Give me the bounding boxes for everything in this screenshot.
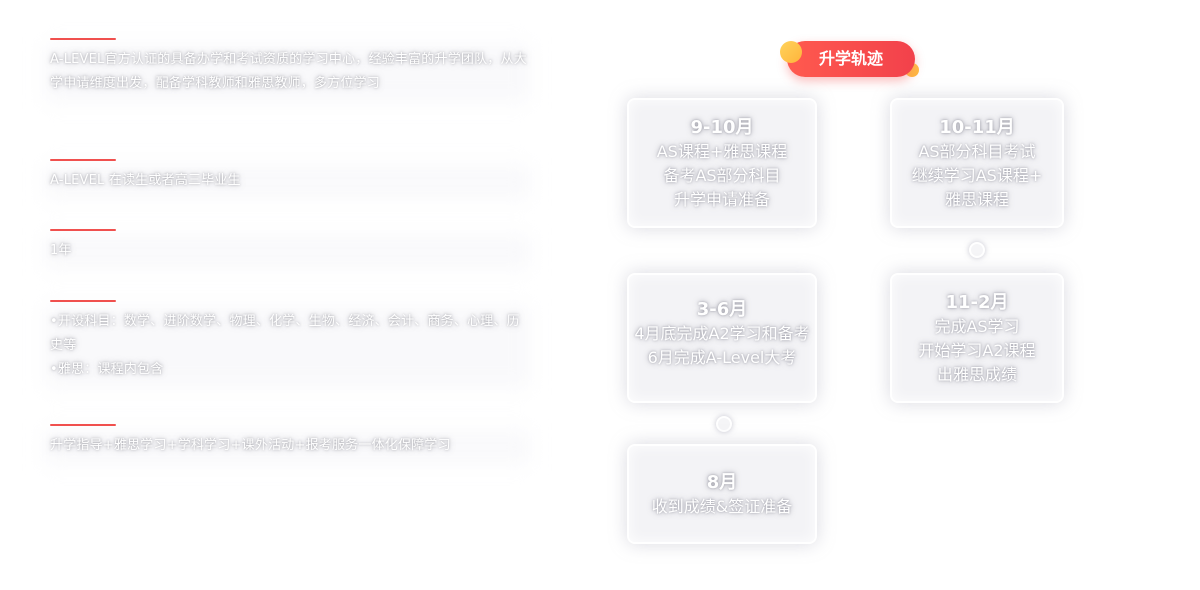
subjects-line: •开设科目：数学、进阶数学、物理、化学、生物、经济、会计、商务、心理、历史等	[50, 314, 520, 353]
card-title: 10-11月	[939, 117, 1015, 138]
timeline-card-nov-feb: 11-2月 完成AS学习 开始学习A2课程 出雅思成绩	[890, 273, 1064, 403]
duration-text: 1年	[50, 243, 72, 258]
card-line: 开始学习A2课程	[918, 341, 1036, 360]
card-line: 6月完成A-Level大考	[647, 348, 797, 367]
accent-line	[50, 300, 116, 302]
card-title: 11-2月	[945, 292, 1009, 313]
card-line: 雅思课程	[944, 190, 1009, 209]
info-section-services: 升学指导+雅思学习+学科学习+课外活动+报考服务一体化保障学习	[44, 424, 530, 464]
timeline-card-mar-jun: 3-6月 4月底完成A2学习和备考 6月完成A-Level大考	[627, 273, 817, 403]
card-line: 出雅思成绩	[936, 365, 1017, 384]
accent-line	[50, 229, 116, 231]
card-line: 收到成绩&签证准备	[651, 497, 793, 516]
info-section-subjects: •开设科目：数学、进阶数学、物理、化学、生物、经济、会计、商务、心理、历史等 •…	[44, 300, 530, 388]
card-line: 4月底完成A2学习和备考	[634, 324, 810, 343]
accent-line	[50, 424, 116, 426]
accent-line	[50, 38, 116, 40]
timeline-connector	[716, 416, 732, 432]
timeline-title: 升学轨迹	[787, 41, 915, 77]
timeline-card-sep-oct: 9-10月 AS课程+雅思课程 备考AS部分科目 升学申请准备	[627, 98, 817, 228]
accent-line	[50, 159, 116, 161]
info-section-duration: 1年	[44, 229, 530, 269]
card-line: 完成AS学习	[934, 317, 1020, 336]
subjects-text: •开设科目：数学、进阶数学、物理、化学、生物、经济、会计、商务、心理、历史等 •…	[50, 310, 530, 382]
card-line: 继续学习AS课程+	[911, 166, 1043, 185]
decor-dot-large	[780, 41, 802, 63]
card-line: 备考AS部分科目	[663, 166, 781, 185]
target-text: A-LEVEL 在读生或者高三毕业生	[50, 173, 241, 188]
info-section-target: A-LEVEL 在读生或者高三毕业生	[44, 159, 530, 199]
intro-text: A-LEVEL官方认证的具备办学和考试资质的学习中心，经验丰富的升学团队，从大学…	[50, 52, 527, 91]
card-title: 3-6月	[696, 299, 748, 320]
card-line: AS部分科目考试	[918, 142, 1036, 161]
ielts-line: •雅思：课程内包含	[50, 362, 164, 377]
card-title: 9-10月	[690, 117, 754, 138]
timeline-card-oct-nov: 10-11月 AS部分科目考试 继续学习AS课程+ 雅思课程	[890, 98, 1064, 228]
timeline-connector	[969, 242, 985, 258]
info-section-intro: A-LEVEL官方认证的具备办学和考试资质的学习中心，经验丰富的升学团队，从大学…	[44, 38, 530, 102]
timeline-card-aug: 8月 收到成绩&签证准备	[627, 444, 817, 544]
card-title: 8月	[706, 472, 738, 493]
services-text: 升学指导+雅思学习+学科学习+课外活动+报考服务一体化保障学习	[50, 438, 451, 453]
card-line: 升学申请准备	[673, 190, 770, 209]
card-line: AS课程+雅思课程	[656, 142, 788, 161]
